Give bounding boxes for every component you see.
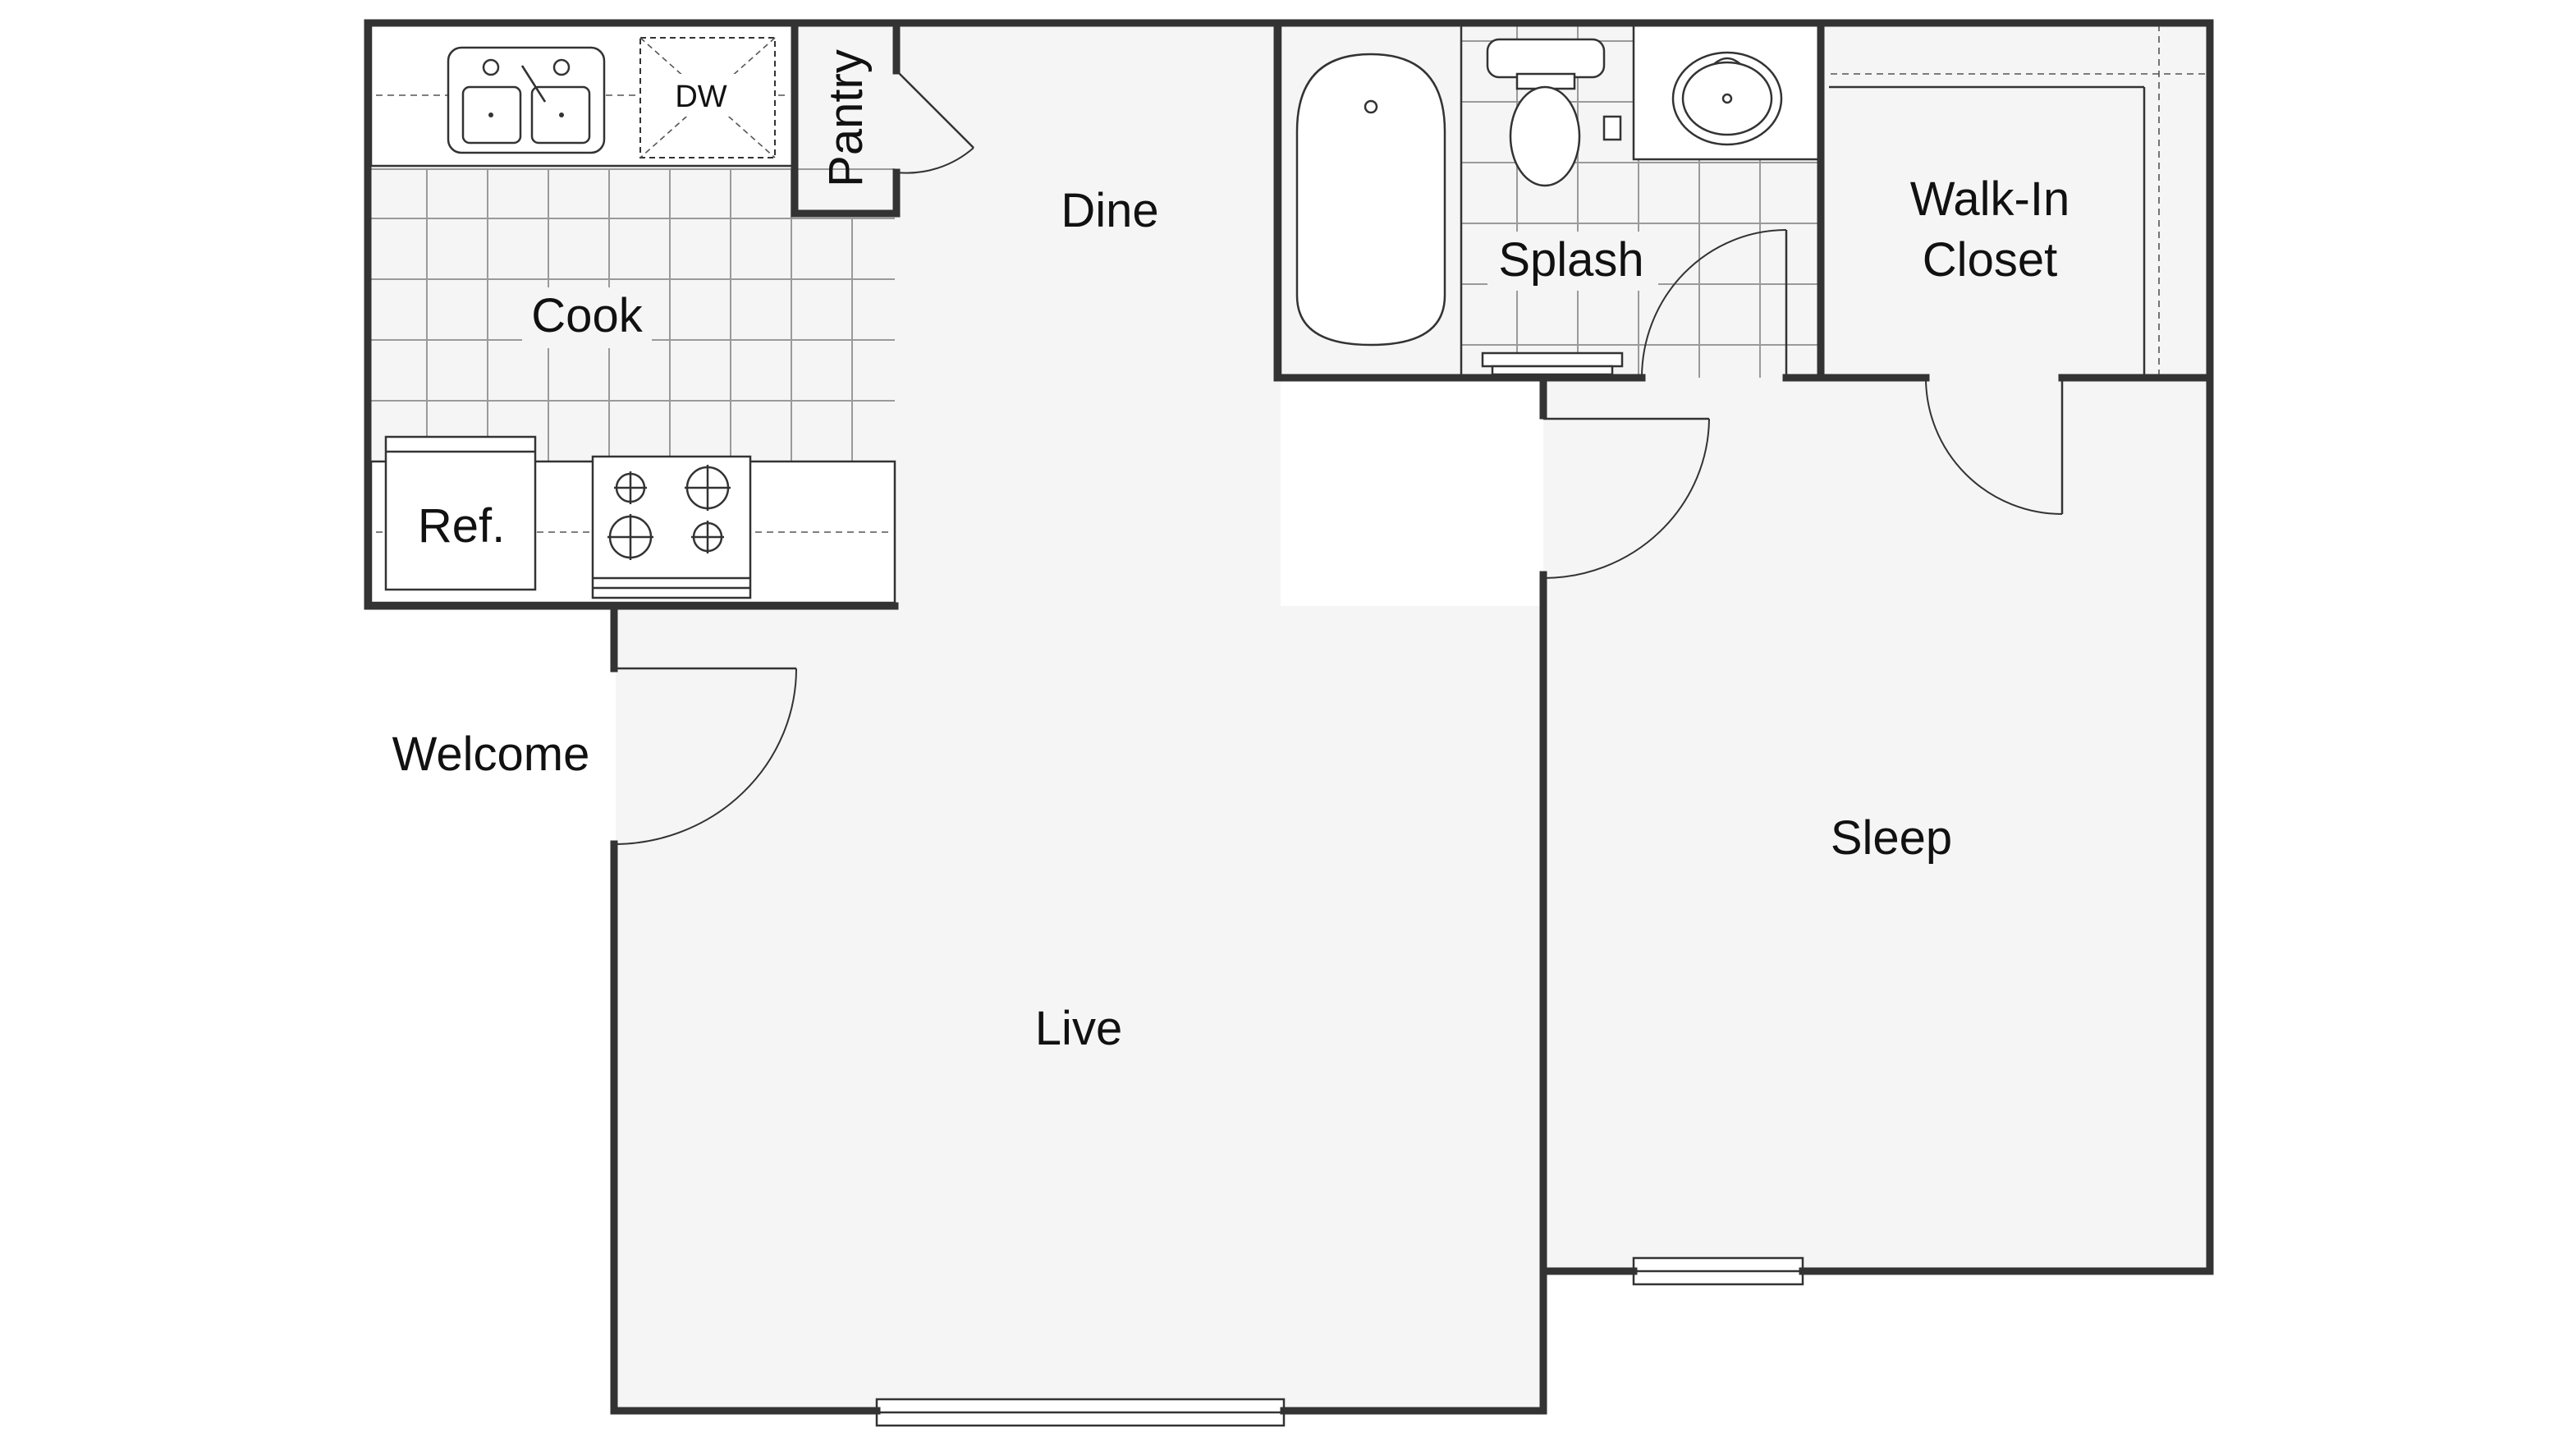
bath-door <box>1641 229 1788 379</box>
toilet <box>1486 38 1606 187</box>
burner <box>685 465 731 511</box>
ref-label: Ref. <box>418 499 505 553</box>
live-label: Live <box>1035 1002 1122 1055</box>
live-floor <box>616 606 1543 1411</box>
closet-door <box>1925 377 2064 515</box>
welcome-label: Welcome <box>392 728 590 781</box>
dishwasher-label: DW <box>675 80 727 114</box>
double-sink <box>447 46 606 154</box>
window-sleep <box>1632 1256 1804 1286</box>
window-live <box>875 1398 1286 1427</box>
closet-label-line1: Walk-In <box>1910 172 2070 226</box>
bathtub <box>1295 53 1446 347</box>
vanity-sink <box>1602 23 1824 161</box>
stove <box>591 455 752 599</box>
sleep-door <box>1542 417 1710 579</box>
burner <box>614 471 647 504</box>
pantry-label: Pantry <box>819 49 873 187</box>
dine-label: Dine <box>1061 184 1158 237</box>
dishwasher: DW <box>639 37 776 158</box>
dine-live-floor <box>895 23 1281 606</box>
room-labels: Cook Dine Pantry Splash Walk-In Closet W… <box>392 49 2070 1055</box>
kitchen-tile-grid <box>369 168 895 462</box>
walls <box>364 19 2214 1415</box>
closet-shelving <box>1829 25 2208 374</box>
burner <box>607 514 653 560</box>
pantry-door <box>896 70 974 174</box>
entry-door <box>613 667 797 845</box>
towel-bar <box>1481 351 1624 376</box>
sleep-floor <box>1543 378 2208 1271</box>
closet-label-line2: Closet <box>1923 233 2057 287</box>
kitchen-fixtures: DW Ref. <box>369 23 896 604</box>
doors <box>613 70 2064 845</box>
cook-label: Cook <box>531 289 643 342</box>
burner <box>691 521 724 553</box>
refrigerator: Ref. <box>384 435 537 591</box>
bath-fixtures <box>1279 23 1824 378</box>
splash-label: Splash <box>1498 233 1643 287</box>
sleep-label: Sleep <box>1831 811 1952 865</box>
